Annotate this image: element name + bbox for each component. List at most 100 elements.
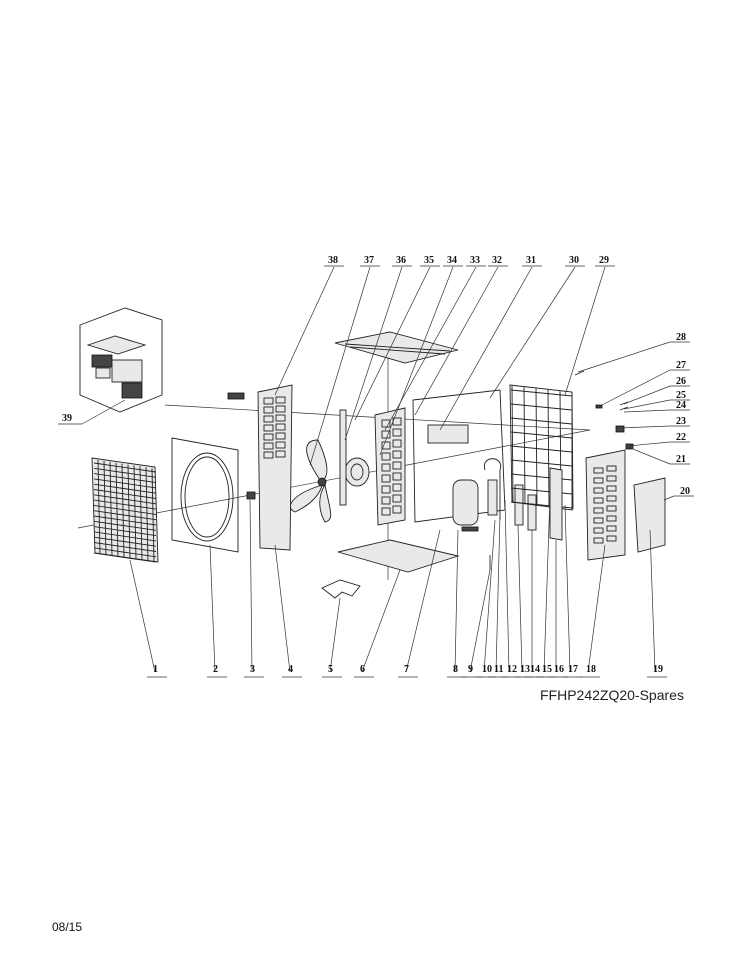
- leader-line: [344, 266, 403, 441]
- ref-label-38: 38: [328, 255, 338, 266]
- ref-label-29: 29: [599, 255, 609, 266]
- ref-label-15: 15: [542, 664, 552, 675]
- ref-label-7: 7: [404, 664, 409, 675]
- leader-line: [495, 514, 501, 673]
- leader-line: [587, 544, 606, 673]
- leader-line: [361, 569, 401, 673]
- fan-motor: [339, 409, 370, 506]
- leader-line: [309, 266, 371, 466]
- leader-line: [379, 266, 454, 456]
- ref-label-27: 27: [676, 360, 686, 371]
- side-panel: [257, 384, 293, 551]
- ref-label-23: 23: [676, 416, 686, 427]
- ref-label-39: 39: [62, 413, 72, 424]
- valve-cover: [633, 477, 666, 553]
- ref-label-21: 21: [676, 454, 686, 465]
- valve-assembly: [483, 458, 537, 570]
- leader-line: [619, 425, 671, 429]
- leader-line: [209, 544, 216, 673]
- ref-label-11: 11: [494, 664, 503, 675]
- leader-line: [454, 529, 459, 673]
- leader-line: [623, 409, 671, 413]
- ref-label-8: 8: [453, 664, 458, 675]
- leader-line: [129, 559, 156, 673]
- ref-label-26: 26: [676, 376, 686, 387]
- front-grille: [91, 457, 159, 563]
- ref-label-10: 10: [482, 664, 492, 675]
- compressor: [452, 479, 479, 532]
- ref-label-1: 1: [153, 664, 158, 675]
- ref-label-16: 16: [554, 664, 564, 675]
- page-date: 08/15: [52, 920, 83, 934]
- ref-label-24: 24: [676, 400, 686, 411]
- leader-line: [564, 504, 571, 673]
- ref-label-3: 3: [250, 664, 255, 675]
- leader-line: [489, 266, 576, 399]
- ref-label-6: 6: [360, 664, 365, 675]
- leader-lines: [58, 265, 694, 678]
- ref-label-4: 4: [288, 664, 293, 675]
- ref-label-37: 37: [364, 255, 374, 266]
- leader-line: [517, 524, 523, 673]
- leader-line: [623, 385, 671, 405]
- control-box-inset: [79, 307, 163, 413]
- ref-label-20: 20: [680, 486, 690, 497]
- ref-label-33: 33: [470, 255, 480, 266]
- leader-line: [405, 529, 441, 673]
- condenser-coil: [509, 384, 574, 511]
- ref-label-36: 36: [396, 255, 406, 266]
- leader-line: [483, 519, 496, 673]
- ref-label-22: 22: [676, 432, 686, 443]
- leader-line: [564, 266, 606, 396]
- cover-plate: [227, 392, 245, 400]
- ref-label-31: 31: [526, 255, 536, 266]
- ref-label-12: 12: [507, 664, 517, 675]
- leader-line: [599, 369, 671, 407]
- assembly-axis-line: [77, 429, 591, 529]
- ref-label-17: 17: [568, 664, 578, 675]
- leader-line: [274, 266, 335, 396]
- base-pan: [337, 539, 460, 573]
- leader-line: [623, 399, 671, 410]
- ref-label-28: 28: [676, 332, 686, 343]
- leader-line: [249, 499, 253, 673]
- support-bar: [549, 467, 563, 541]
- ref-label-2: 2: [213, 664, 218, 675]
- leader-line: [384, 266, 477, 431]
- fan-blade: [290, 439, 332, 523]
- leader-line: [663, 495, 675, 501]
- front-panel: [171, 437, 239, 553]
- leader-line: [354, 266, 431, 421]
- drain-tube: [321, 579, 361, 599]
- ref-label-35: 35: [424, 255, 434, 266]
- model-caption: FFHP242ZQ20-Spares: [540, 687, 684, 703]
- leader-line: [543, 494, 551, 673]
- ref-label-9: 9: [468, 664, 473, 675]
- leader-line: [81, 399, 126, 425]
- pin: [574, 370, 585, 376]
- leader-line: [414, 266, 499, 416]
- ref-label-18: 18: [586, 664, 596, 675]
- ref-label-34: 34: [447, 255, 457, 266]
- ref-label-32: 32: [492, 255, 502, 266]
- ref-label-5: 5: [328, 664, 333, 675]
- rear-panel: [585, 449, 626, 561]
- leader-line: [469, 569, 491, 673]
- screw: [595, 404, 603, 409]
- ref-label-30: 30: [569, 255, 579, 266]
- sensor: [625, 443, 634, 450]
- clip: [246, 491, 256, 500]
- leader-line: [627, 446, 671, 465]
- leader-line: [274, 544, 291, 673]
- leader-line: [504, 499, 510, 673]
- ref-label-19: 19: [653, 664, 663, 675]
- motor-bracket: [374, 407, 406, 526]
- leader-line: [439, 266, 533, 431]
- leader-line: [649, 529, 656, 673]
- ref-label-13: 13: [520, 664, 530, 675]
- leader-line: [329, 597, 341, 673]
- ref-label-25: 25: [676, 390, 686, 401]
- ref-label-14: 14: [530, 664, 540, 675]
